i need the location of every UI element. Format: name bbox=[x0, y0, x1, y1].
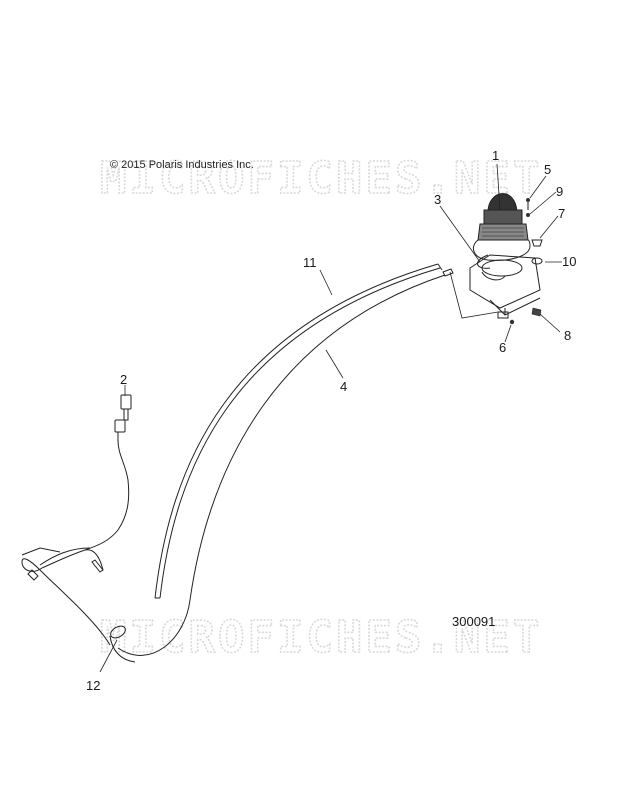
watermark-bottom: MICROFICHES.NET bbox=[100, 612, 542, 663]
part-8-clip bbox=[531, 307, 542, 317]
callout-9: 9 bbox=[556, 184, 563, 199]
watermark-top: MICROFICHES.NET bbox=[100, 153, 542, 204]
part-4-cable bbox=[117, 268, 454, 656]
callout-11: 11 bbox=[303, 255, 317, 270]
copyright-notice: © 2015 Polaris Industries Inc. bbox=[110, 159, 254, 171]
callout-2: 2 bbox=[120, 372, 127, 387]
callout-12: 12 bbox=[86, 678, 100, 693]
part-7-bolt bbox=[531, 239, 543, 247]
part-11-strip bbox=[154, 263, 443, 599]
callout-7: 7 bbox=[558, 206, 565, 221]
part-9-washer bbox=[526, 213, 530, 217]
callout-5: 5 bbox=[544, 162, 551, 177]
callout-8: 8 bbox=[564, 328, 571, 343]
callout-10: 10 bbox=[562, 254, 576, 269]
part-10-washer bbox=[531, 257, 543, 265]
drawing-number: 300091 bbox=[452, 614, 495, 629]
part-2-connector bbox=[114, 394, 132, 442]
callout-4: 4 bbox=[340, 379, 347, 394]
callout-3: 3 bbox=[434, 192, 441, 207]
part-5-screw bbox=[526, 198, 530, 210]
callout-6: 6 bbox=[499, 340, 506, 355]
part-1-beacon bbox=[472, 193, 531, 269]
part-3-bracket bbox=[469, 254, 541, 319]
callout-1: 1 bbox=[492, 148, 499, 163]
part-12-harness bbox=[21, 439, 136, 663]
part-6-nut bbox=[509, 319, 515, 325]
